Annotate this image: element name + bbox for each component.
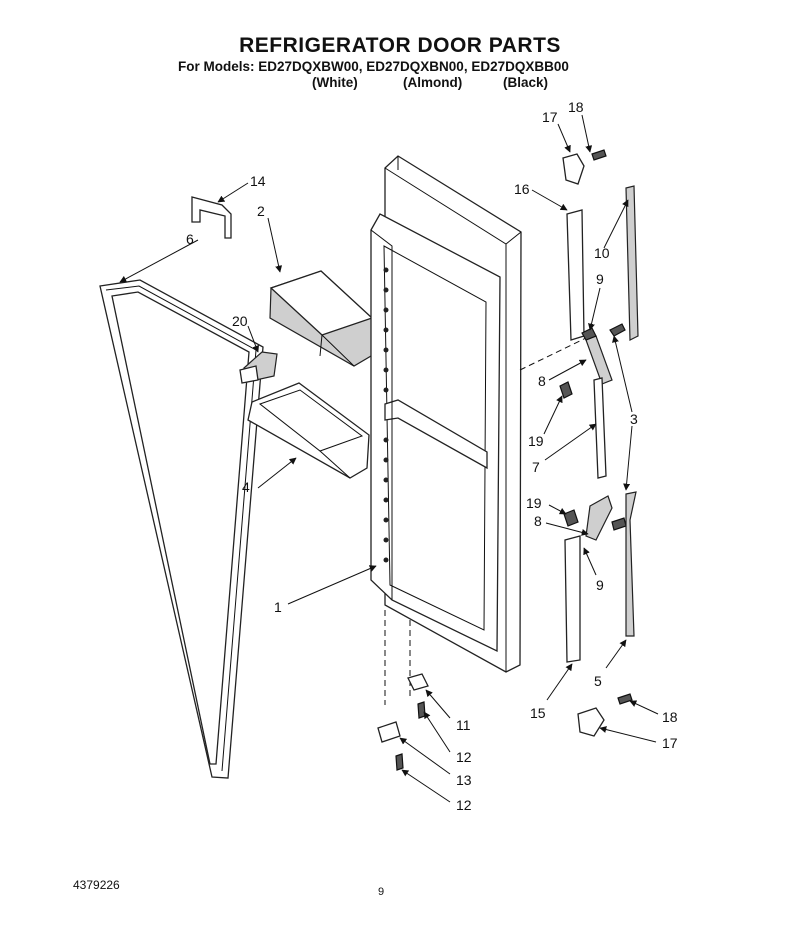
lower-handle-trim-part <box>564 535 581 663</box>
callout-7: 7 <box>532 459 540 475</box>
callout-15: 15 <box>530 705 546 721</box>
callout-18-top: 18 <box>568 99 584 115</box>
middle-trim-part <box>593 377 607 479</box>
callout-6: 6 <box>186 231 194 247</box>
callout-12-a: 12 <box>456 749 472 765</box>
callout-9-top: 9 <box>596 271 604 287</box>
lower-hinge-part <box>563 495 627 541</box>
color-black-label: (Black) <box>503 75 549 90</box>
upper-handle-part <box>625 185 639 341</box>
callout-5: 5 <box>594 673 602 689</box>
gasket-clip-part <box>191 196 232 239</box>
callout-8-bottom: 8 <box>534 513 542 529</box>
upper-handle-trim-part <box>566 209 585 341</box>
callout-4: 4 <box>242 479 250 495</box>
callout-8-top: 8 <box>538 373 546 389</box>
callout-19-bottom: 19 <box>526 495 542 511</box>
callout-12-b: 12 <box>456 797 472 813</box>
callout-14: 14 <box>250 173 266 189</box>
door-gasket-part <box>99 279 264 779</box>
callout-3: 3 <box>630 411 638 427</box>
callout-10: 10 <box>594 245 610 261</box>
bottom-end-cap-part <box>577 693 633 737</box>
color-white-label: (White) <box>312 75 358 90</box>
bottom-hinge-hardware <box>377 673 429 771</box>
shelf-support-holes <box>383 267 389 563</box>
dairy-door-part <box>269 270 375 367</box>
page-number: 9 <box>378 886 385 898</box>
leader-lines <box>119 114 659 803</box>
callout-11: 11 <box>456 717 471 733</box>
color-almond-label: (Almond) <box>403 75 463 90</box>
callout-2: 2 <box>257 203 265 219</box>
callout-16: 16 <box>514 181 530 197</box>
callout-18-bottom: 18 <box>662 709 678 725</box>
page-title: REFRIGERATOR DOOR PARTS <box>239 34 561 57</box>
callout-20: 20 <box>232 313 248 329</box>
document-code: 4379226 <box>73 878 120 892</box>
models-line: For Models: ED27DQXBW00, ED27DQXBN00, ED… <box>178 59 569 74</box>
callout-17-bottom: 17 <box>662 735 678 751</box>
lower-handle-part <box>625 491 637 637</box>
callout-9-bottom: 9 <box>596 577 604 593</box>
upper-hinge-part <box>559 323 626 399</box>
refrigerator-door-part <box>370 155 522 673</box>
top-end-cap-part <box>562 149 607 185</box>
callout-13: 13 <box>456 772 472 788</box>
callout-1: 1 <box>274 599 282 615</box>
callout-17-top: 17 <box>542 109 558 125</box>
door-bin-part <box>247 382 370 479</box>
callout-19-top: 19 <box>528 433 544 449</box>
bar-bracket-part <box>239 351 278 384</box>
